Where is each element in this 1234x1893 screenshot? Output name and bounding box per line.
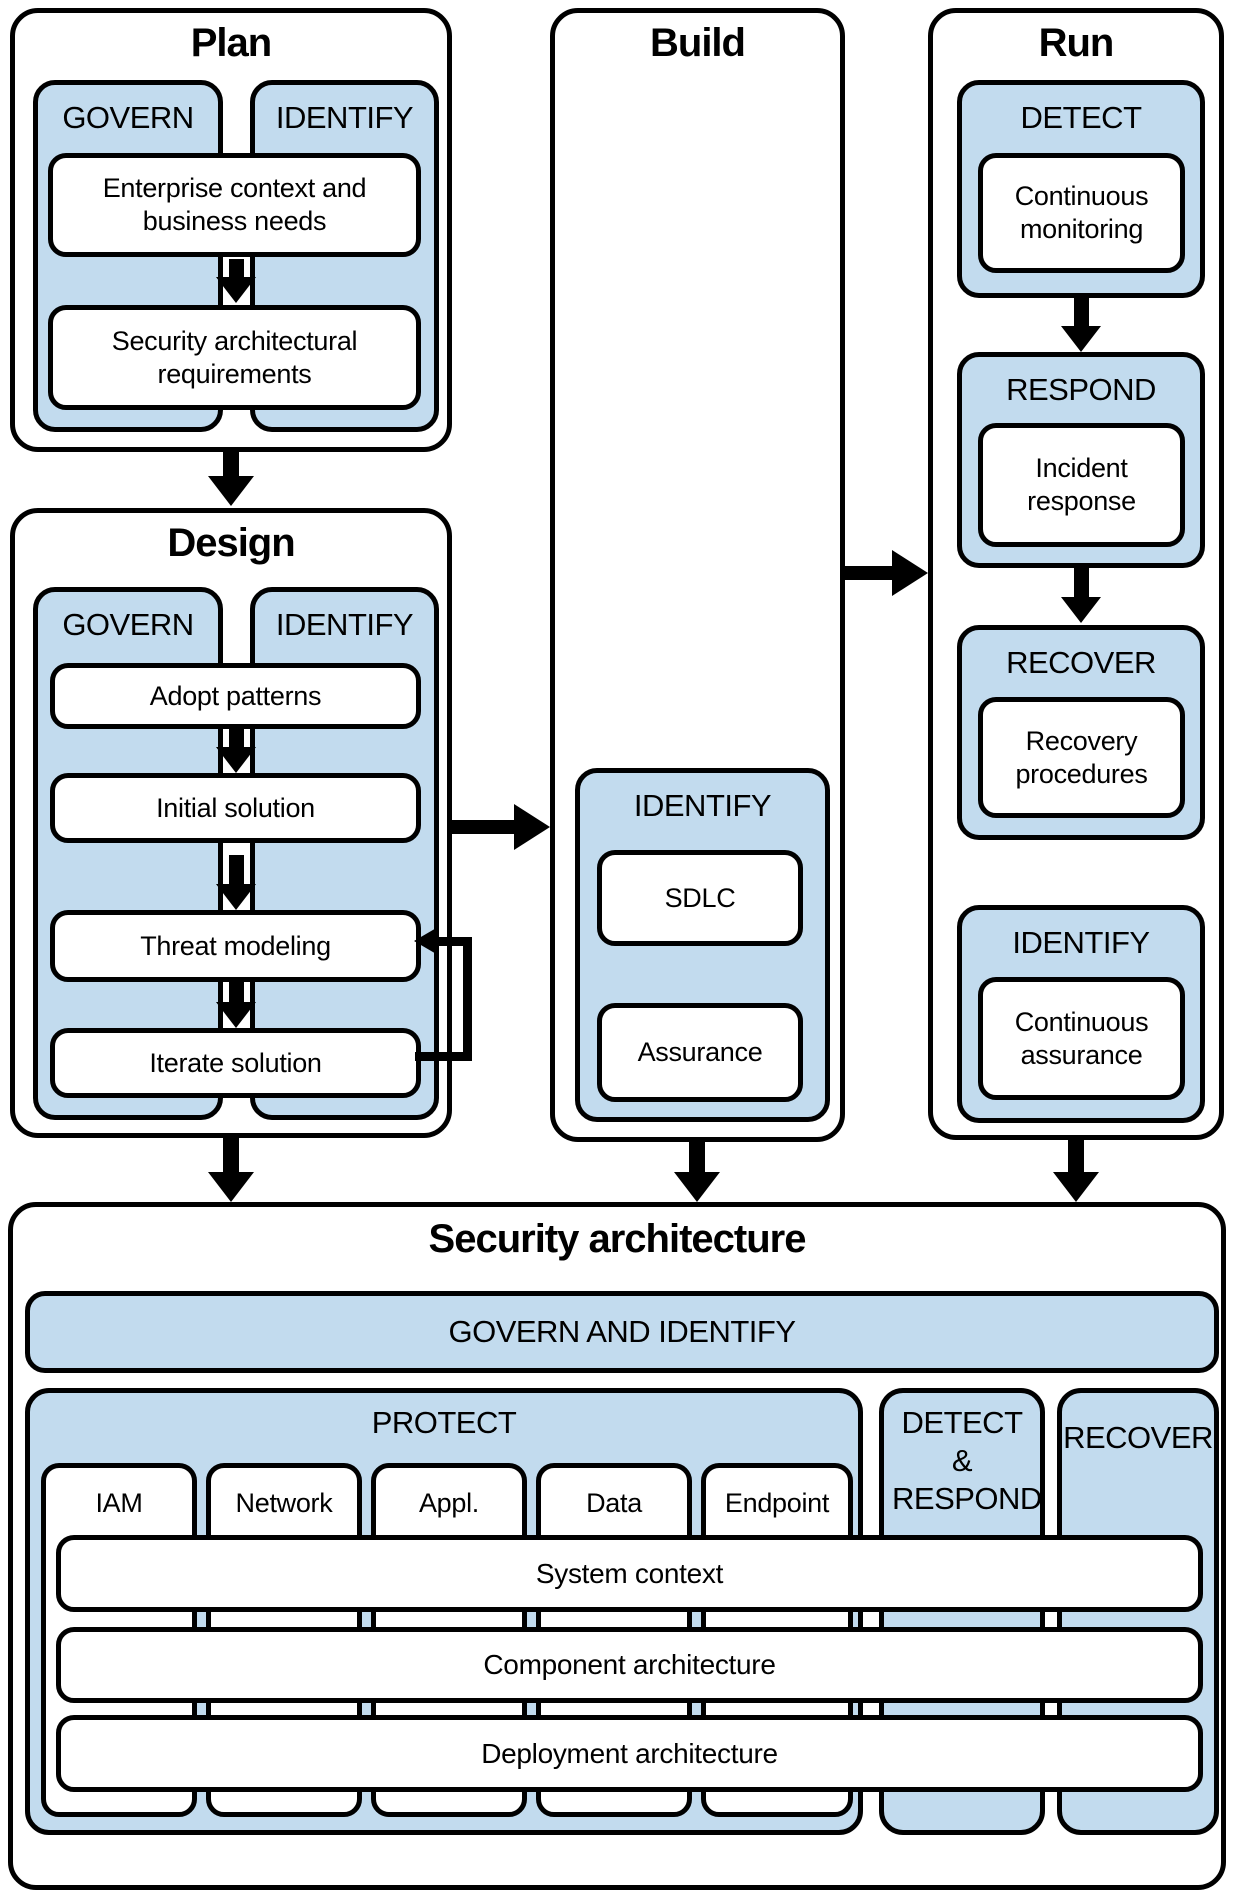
run-step-incident-response: Incident response [978, 423, 1185, 547]
arrow-head [216, 747, 256, 773]
run-detect-respond-arrow [1058, 298, 1104, 352]
design-step-adopt-patterns: Adopt patterns [50, 663, 421, 729]
layer-component-architecture: Component architecture [56, 1627, 1203, 1703]
design-to-build-arrow [452, 804, 550, 850]
protect-label: PROTECT [371, 1405, 517, 1440]
arrow-shaft [223, 452, 239, 476]
run-to-architecture-arrow [1053, 1140, 1099, 1202]
plan-title: Plan [190, 21, 272, 65]
plan-govern-label: GOVERN [62, 100, 194, 135]
arrow-head [216, 277, 256, 303]
design-step-iterate-solution: Iterate solution [50, 1028, 421, 1098]
build-identify-label: IDENTIFY [633, 788, 772, 823]
protect-column-label: Network [235, 1487, 333, 1518]
arrow-shaft [228, 259, 244, 277]
arrow-shaft [228, 982, 244, 1002]
arrow-head [1061, 326, 1101, 352]
arrow-head [1061, 597, 1101, 623]
design-section: Design GOVERN IDENTIFY Adopt patterns In… [10, 508, 452, 1138]
run-respond-label: RESPOND [1006, 372, 1156, 407]
run-step-recovery-procedures: Recovery procedures [978, 697, 1185, 818]
arrow-head [674, 1172, 720, 1202]
security-architecture-title: Security architecture [428, 1217, 807, 1261]
detect-respond-label: DETECT & RESPOND [892, 1405, 1042, 1516]
run-step-continuous-monitoring: Continuous monitoring [978, 153, 1185, 273]
arrow-shaft [845, 566, 892, 580]
run-step-continuous-assurance: Continuous assurance [978, 977, 1185, 1100]
security-architecture-section: Security architecture GOVERN AND IDENTIF… [8, 1202, 1226, 1890]
arrow-head [208, 1172, 254, 1202]
design-step-threat-modeling: Threat modeling [50, 910, 421, 982]
iterate-loop-vertical-segment [463, 937, 472, 1061]
build-to-run-arrow [845, 550, 928, 596]
arrow-head [892, 550, 928, 596]
recover-label: RECOVER [1063, 1420, 1213, 1455]
design-to-architecture-arrow [208, 1138, 254, 1202]
run-section: Run DETECT Continuous monitoring RESPOND… [928, 8, 1224, 1140]
arrow-shaft [1073, 298, 1089, 326]
iterate-loop-bottom-segment [415, 1052, 472, 1061]
run-respond-recover-arrow [1058, 568, 1104, 623]
arrow-head [216, 1002, 256, 1028]
protect-column-label: Appl. [418, 1487, 480, 1518]
plan-to-design-arrow [208, 452, 254, 506]
design-step-arrow-3 [213, 982, 259, 1028]
run-detect-label: DETECT [1020, 100, 1143, 135]
plan-step-security-requirements: Security architectural requirements [48, 305, 421, 410]
iterate-loop-top-segment [438, 937, 472, 946]
arrow-head [216, 884, 256, 910]
plan-section: Plan GOVERN IDENTIFY Enterprise context … [10, 8, 452, 452]
arrow-head [208, 476, 254, 506]
govern-and-identify-band: GOVERN AND IDENTIFY [25, 1291, 1219, 1373]
arrow-head [1053, 1172, 1099, 1202]
plan-step-arrow [213, 259, 259, 303]
plan-step-enterprise-context: Enterprise context and business needs [48, 153, 421, 257]
build-section: Build IDENTIFY SDLC Assurance [550, 8, 845, 1142]
build-step-sdlc: SDLC [597, 850, 803, 946]
layer-deployment-architecture: Deployment architecture [56, 1715, 1203, 1792]
design-identify-label: IDENTIFY [275, 607, 414, 642]
design-step-arrow-1 [213, 729, 259, 773]
protect-column-label: IAM [95, 1487, 143, 1518]
plan-identify-label: IDENTIFY [275, 100, 414, 135]
design-govern-label: GOVERN [62, 607, 194, 642]
layer-system-context: System context [56, 1535, 1203, 1612]
build-to-architecture-arrow [674, 1142, 720, 1202]
protect-column-label: Endpoint [724, 1487, 830, 1518]
design-step-initial-solution: Initial solution [50, 773, 421, 843]
design-title: Design [167, 521, 295, 565]
build-step-assurance: Assurance [597, 1003, 803, 1102]
arrow-shaft [228, 855, 244, 884]
arrow-shaft [689, 1142, 705, 1172]
run-identify-label: IDENTIFY [1012, 925, 1150, 960]
build-title: Build [650, 21, 746, 65]
protect-column-label: Data [586, 1487, 642, 1518]
iterate-loop-arrow-head [414, 927, 438, 955]
arrow-shaft [452, 820, 514, 834]
arrow-shaft [228, 729, 244, 747]
arrow-shaft [223, 1138, 239, 1172]
design-step-arrow-2 [213, 855, 259, 910]
run-title: Run [1038, 21, 1115, 65]
run-recover-label: RECOVER [1006, 645, 1156, 680]
arrow-shaft [1073, 568, 1089, 597]
arrow-head [514, 804, 550, 850]
arrow-shaft [1068, 1140, 1084, 1172]
